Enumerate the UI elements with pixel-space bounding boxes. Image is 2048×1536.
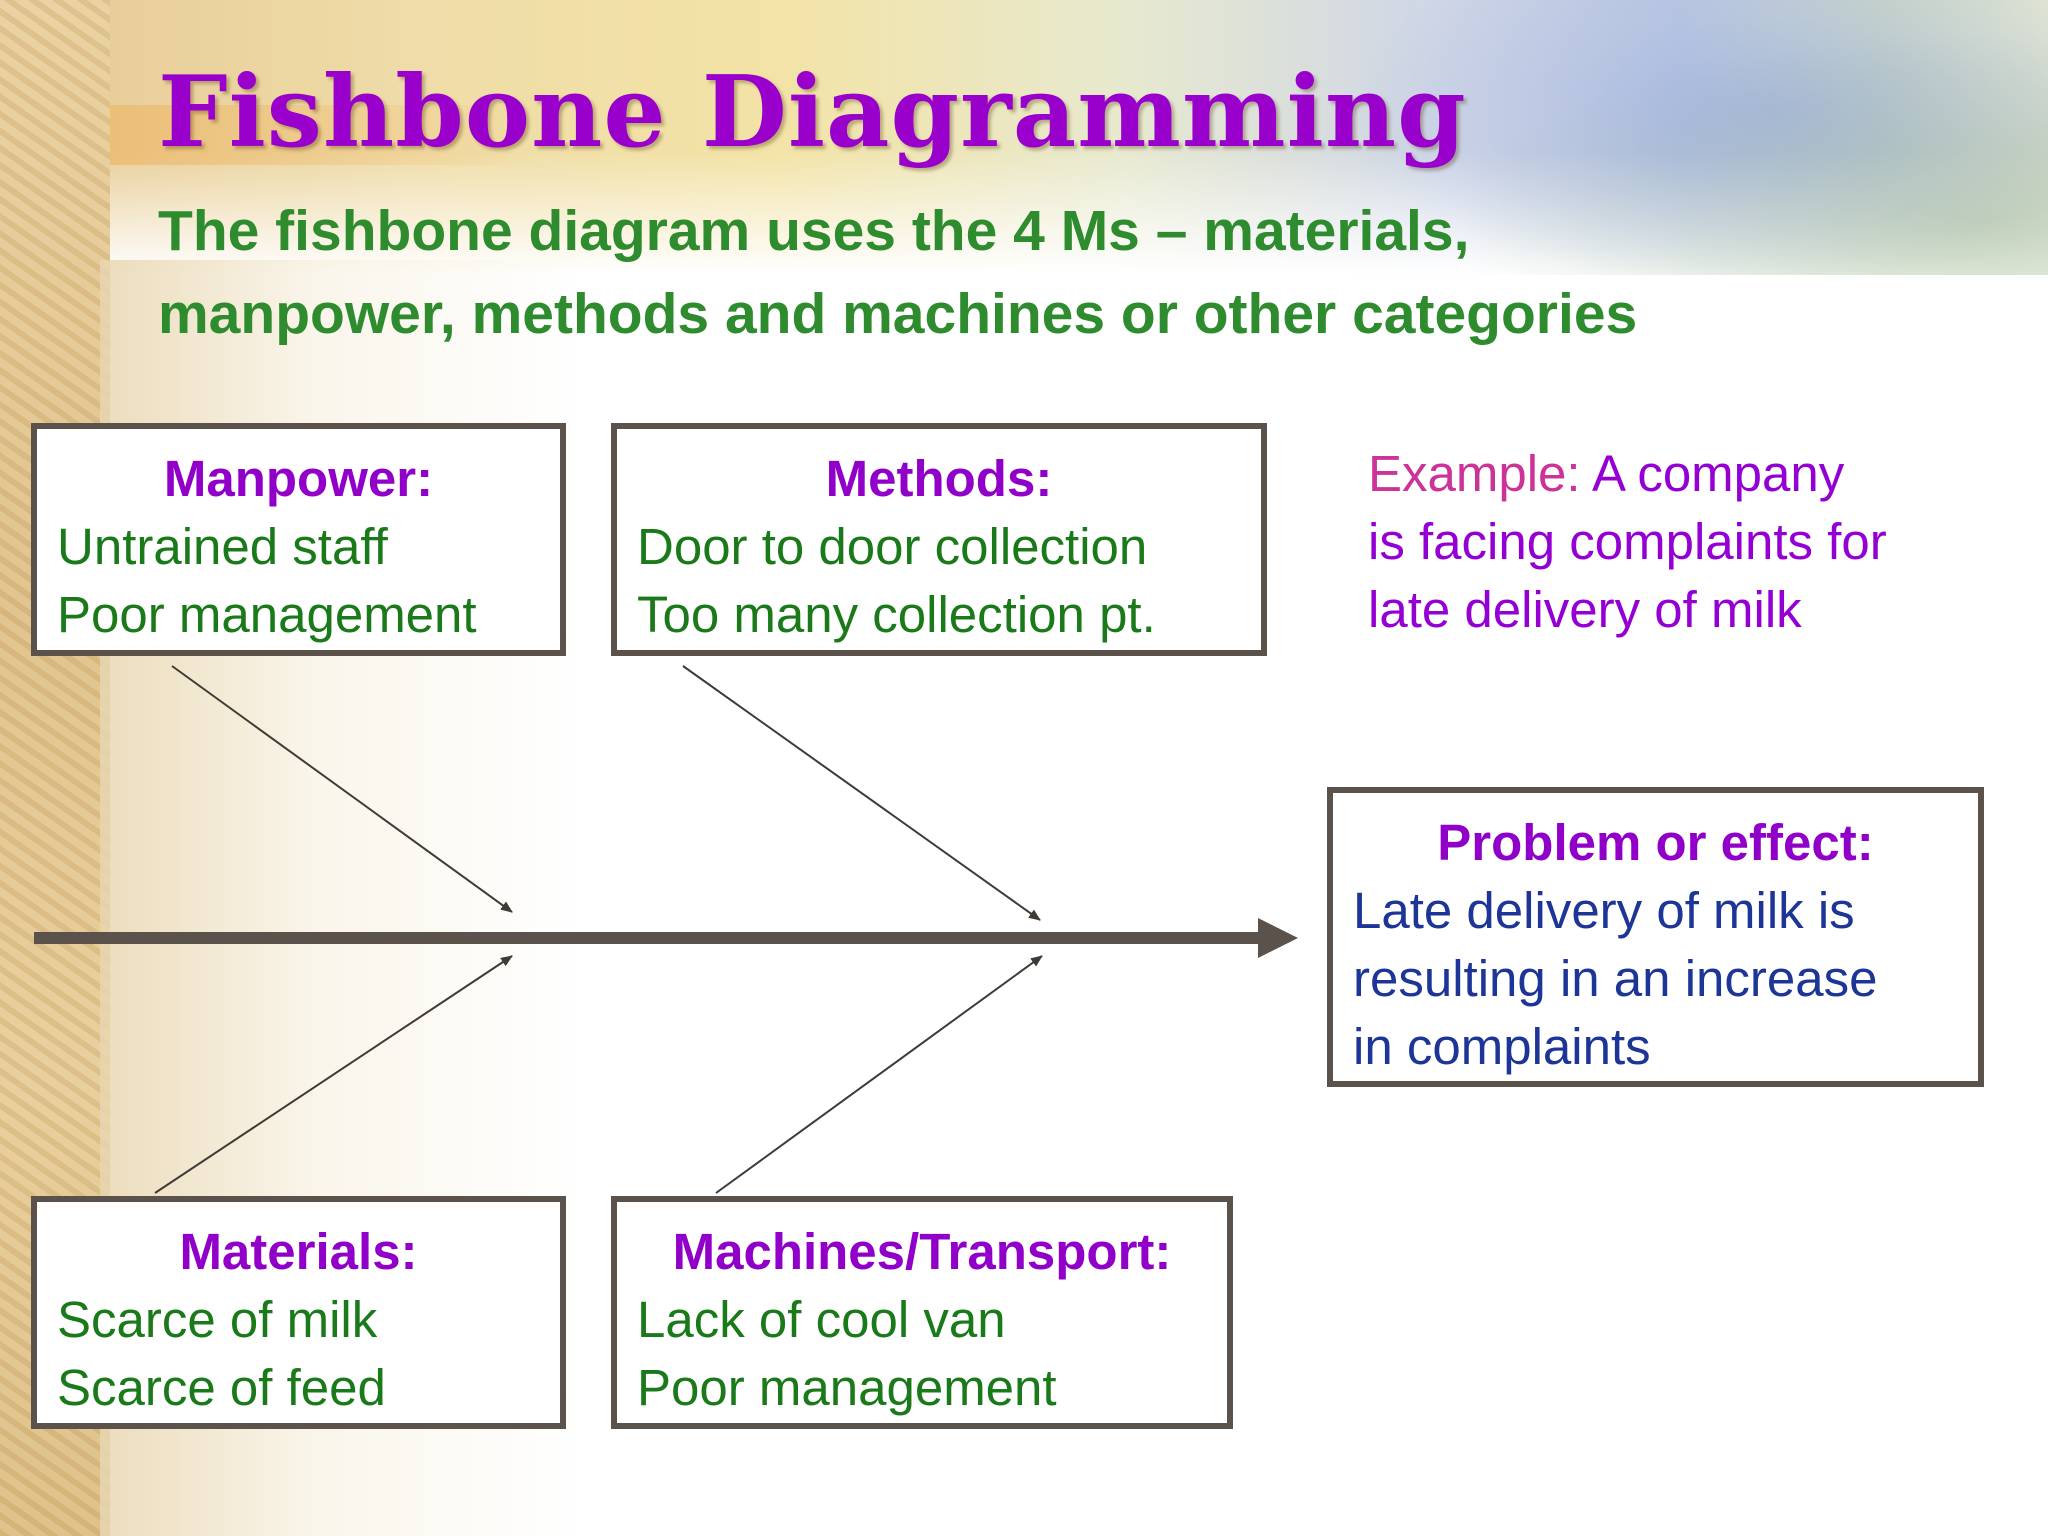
machines-transport-box: Machines/Transport: Lack of cool van Poo…: [611, 1196, 1233, 1429]
materials-box: Materials: Scarce of milk Scarce of feed: [31, 1196, 566, 1429]
spine-arrowhead: [1258, 918, 1298, 958]
top-right-floral-image: [1360, 0, 2048, 275]
example-line-1: Example: A company: [1368, 440, 1887, 508]
methods-box: Methods: Door to door collection Too man…: [611, 423, 1267, 656]
materials-cause-2: Scarce of feed: [57, 1359, 386, 1416]
bone-manpower: [171, 665, 513, 913]
materials-cause-1: Scarce of milk: [57, 1291, 378, 1348]
manpower-box: Manpower: Untrained staff Poor managemen…: [31, 423, 566, 656]
bone-methods: [682, 665, 1041, 921]
example-text: Example: A company is facing complaints …: [1368, 440, 1887, 644]
example-label: Example:: [1368, 445, 1581, 502]
problem-effect-box: Problem or effect: Late delivery of milk…: [1327, 787, 1984, 1087]
materials-heading: Materials:: [179, 1223, 418, 1280]
example-line-1-rest: A company: [1580, 445, 1845, 502]
effect-line-1: Late delivery of milk is: [1353, 882, 1855, 939]
manpower-cause-1: Untrained staff: [57, 518, 388, 575]
manpower-heading: Manpower:: [163, 450, 434, 507]
bone-machines: [715, 955, 1043, 1194]
example-line-2: is facing complaints for: [1368, 513, 1887, 570]
example-line-3: late delivery of milk: [1368, 581, 1802, 638]
machines-heading: Machines/Transport:: [672, 1223, 1172, 1280]
effect-line-3: in complaints: [1353, 1018, 1651, 1075]
subtitle-line-2: manpower, methods and machines or other …: [158, 282, 1638, 346]
slide-title: Fishbone Diagramming: [158, 55, 1467, 170]
slide-subtitle: The fishbone diagram uses the 4 Ms – mat…: [158, 190, 1637, 356]
effect-line-2: resulting in an increase: [1353, 950, 1878, 1007]
subtitle-line-1: The fishbone diagram uses the 4 Ms – mat…: [158, 199, 1470, 263]
methods-heading: Methods:: [825, 450, 1053, 507]
effect-heading: Problem or effect:: [1437, 814, 1874, 871]
title-banner-accent: [70, 105, 510, 165]
bone-materials: [154, 955, 513, 1194]
methods-cause-2: Too many collection pt.: [637, 586, 1156, 643]
methods-cause-1: Door to door collection: [637, 518, 1148, 575]
machines-cause-1: Lack of cool van: [637, 1291, 1006, 1348]
machines-cause-2: Poor management: [637, 1359, 1057, 1416]
manpower-cause-2: Poor management: [57, 586, 477, 643]
